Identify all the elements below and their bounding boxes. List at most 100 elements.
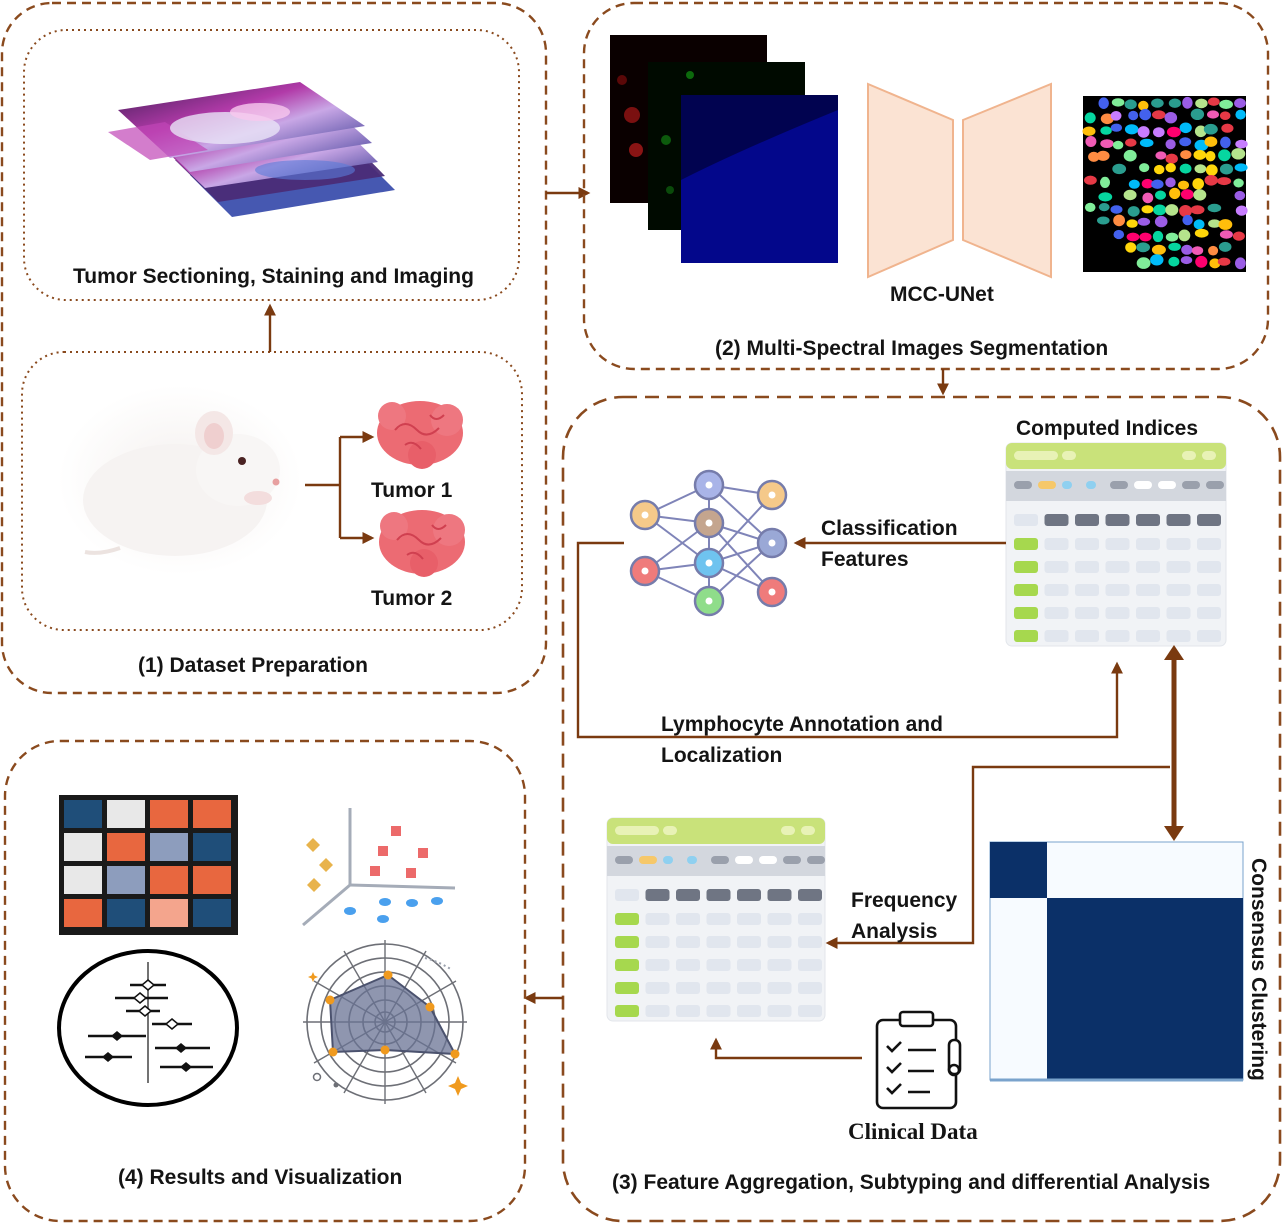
panel-dataset-preparation bbox=[0, 1, 548, 695]
segmented-cell bbox=[1179, 122, 1192, 134]
table-column-header bbox=[1105, 514, 1130, 526]
table-cell bbox=[1044, 538, 1069, 550]
segmented-cell bbox=[1232, 231, 1245, 241]
segmented-cell bbox=[1113, 229, 1125, 240]
table-toolbar-chip bbox=[1014, 481, 1032, 489]
neural-network-icon bbox=[629, 469, 788, 617]
radar-vertex bbox=[380, 1045, 390, 1055]
segmented-cell bbox=[1151, 179, 1164, 189]
radar-vertex bbox=[325, 995, 335, 1005]
segmented-cell bbox=[1082, 126, 1096, 136]
segmented-cell bbox=[1150, 254, 1164, 266]
segmented-cell bbox=[1164, 112, 1178, 124]
segmented-cell bbox=[1100, 113, 1114, 125]
segmented-cell bbox=[1151, 98, 1164, 108]
segmented-cell bbox=[1098, 97, 1109, 109]
classification-features-label-2: Features bbox=[821, 548, 909, 571]
unet-label: MCC-UNet bbox=[890, 283, 994, 306]
segmented-cell bbox=[1193, 149, 1207, 160]
table-cell bbox=[1105, 584, 1130, 596]
radar-decoration bbox=[424, 957, 453, 971]
segmented-cell bbox=[1204, 136, 1218, 147]
segmented-cell bbox=[1127, 206, 1140, 217]
table-cell bbox=[645, 982, 670, 994]
segmented-cell bbox=[1084, 175, 1097, 185]
radar-chart-icon bbox=[303, 940, 468, 1104]
segmented-cell bbox=[1207, 97, 1220, 106]
segmented-cell bbox=[1194, 125, 1207, 138]
table-column-header bbox=[1075, 514, 1099, 526]
table-cell bbox=[1197, 607, 1221, 619]
table-column-header bbox=[1014, 514, 1038, 526]
heatmap-cell bbox=[64, 899, 102, 927]
segmented-cell bbox=[1112, 140, 1124, 150]
table-cell bbox=[1197, 538, 1221, 550]
heatmap-cell bbox=[150, 833, 188, 861]
table-cell bbox=[1014, 538, 1038, 550]
table-icon bbox=[1005, 442, 1227, 647]
table-cell bbox=[798, 1005, 822, 1017]
tumor-icon bbox=[379, 510, 465, 577]
segmented-cell bbox=[1165, 177, 1176, 188]
radar-dot bbox=[333, 1082, 339, 1088]
segmented-cell bbox=[1209, 258, 1221, 269]
panel-1-title: (1) Dataset Preparation bbox=[138, 654, 368, 677]
frequency-label-2: Analysis bbox=[851, 920, 938, 943]
segmented-cell bbox=[1205, 151, 1216, 162]
panel-3-title: (3) Feature Aggregation, Subtyping and d… bbox=[612, 1171, 1211, 1194]
table-cell bbox=[1075, 607, 1099, 619]
heatmap-cell bbox=[150, 866, 188, 894]
segmented-cell bbox=[1195, 255, 1208, 268]
radar-vertex bbox=[328, 1047, 338, 1057]
table-cell bbox=[706, 982, 731, 994]
table-header-pill bbox=[1014, 451, 1058, 460]
heatmap-cell bbox=[107, 866, 145, 894]
heatmap-cell bbox=[107, 899, 145, 927]
table-icon bbox=[606, 817, 826, 1022]
segmented-cell bbox=[1168, 256, 1180, 267]
table-toolbar-chip bbox=[1038, 481, 1056, 489]
segmented-cell bbox=[1098, 203, 1110, 212]
clipboard-icon bbox=[875, 1010, 962, 1110]
network-edge bbox=[708, 494, 773, 564]
tumor-icon bbox=[377, 401, 463, 469]
table-header-pill bbox=[781, 826, 795, 835]
segmented-cell bbox=[1113, 214, 1125, 227]
table-cell bbox=[767, 982, 792, 994]
table-cell bbox=[1014, 607, 1038, 619]
table-header-pill bbox=[615, 826, 659, 835]
segmented-cell bbox=[1192, 178, 1204, 190]
segmented-cell bbox=[1136, 257, 1151, 269]
network-edge bbox=[708, 522, 773, 593]
table-cell bbox=[767, 959, 792, 971]
network-node-center bbox=[768, 588, 776, 596]
table-cell bbox=[1136, 561, 1160, 573]
table-header-pill bbox=[1182, 451, 1196, 460]
table-toolbar-chip bbox=[807, 856, 825, 864]
table-toolbar-chip bbox=[1182, 481, 1200, 489]
heatmap-cell bbox=[193, 800, 231, 828]
consensus-clustering-label: Consensus Clustering bbox=[1247, 858, 1270, 1081]
table-cell bbox=[767, 936, 792, 948]
heatmap-cell bbox=[64, 800, 102, 828]
radar-vertex bbox=[425, 1002, 435, 1012]
mouse-icon bbox=[58, 385, 302, 575]
classification-features-label-1: Classification bbox=[821, 517, 958, 540]
segmented-cell bbox=[1085, 136, 1097, 147]
segmented-cell bbox=[1100, 176, 1110, 188]
tumor-2-label: Tumor 2 bbox=[371, 587, 453, 610]
table-column-header bbox=[767, 889, 792, 901]
segmented-cell bbox=[1190, 205, 1205, 215]
segmented-cell bbox=[1179, 163, 1192, 174]
segmented-cell bbox=[1111, 98, 1125, 107]
segmented-cell bbox=[1124, 99, 1137, 110]
table-cell bbox=[645, 936, 670, 948]
segmented-cell bbox=[1203, 123, 1218, 135]
imaging-label: Tumor Sectioning, Staining and Imaging bbox=[73, 265, 474, 288]
table-toolbar-chip bbox=[735, 856, 753, 864]
segmented-cell bbox=[1207, 110, 1219, 119]
table-cell bbox=[737, 936, 761, 948]
table-cell bbox=[1075, 538, 1099, 550]
segmented-cell bbox=[1218, 149, 1231, 162]
segmented-cell bbox=[1165, 139, 1176, 150]
